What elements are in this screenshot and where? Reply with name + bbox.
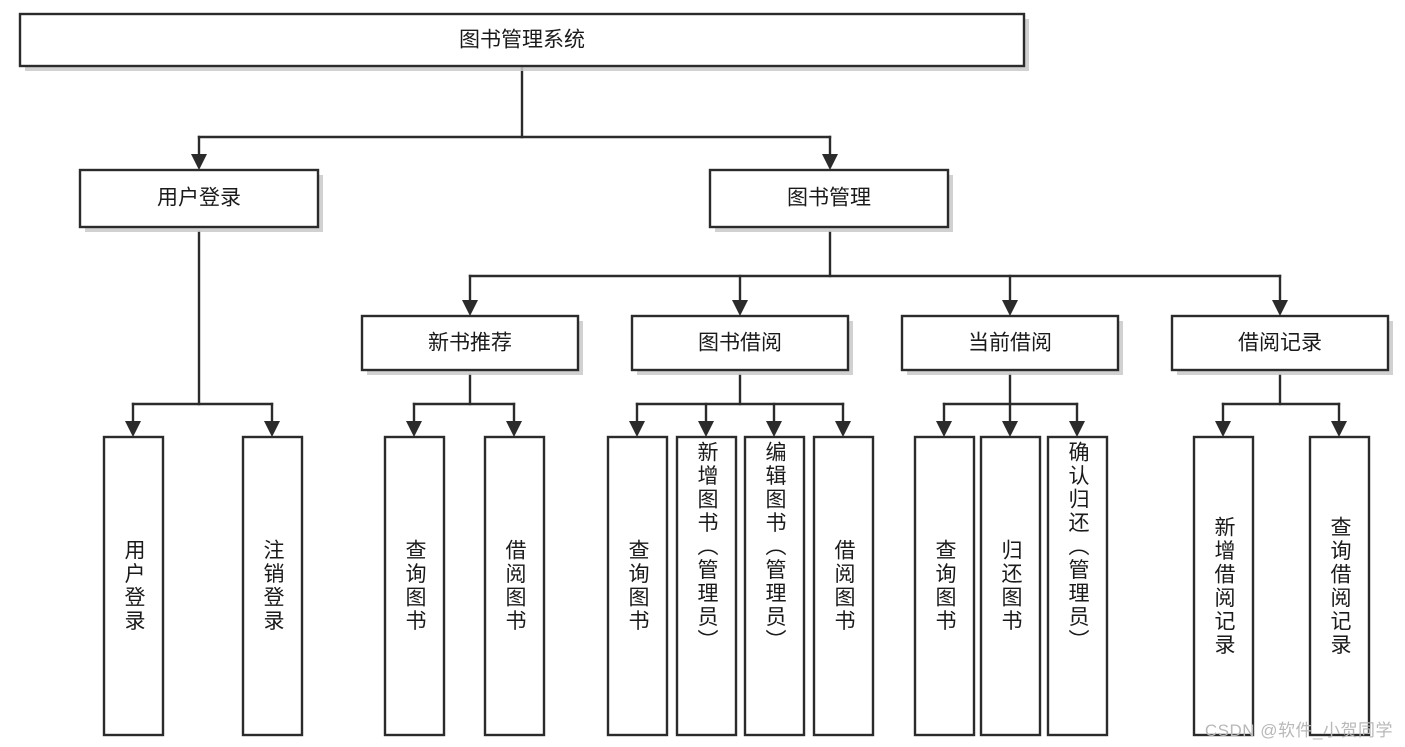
node-borrow-record[interactable]: 借阅记录	[1170, 314, 1393, 375]
node-borrow-record-label: 借阅记录	[1238, 332, 1322, 355]
node-current-borrow-label: 当前借阅	[968, 332, 1052, 355]
node-book-management-rect[interactable]	[708, 168, 950, 229]
arrow-newbook-leaf1	[406, 421, 422, 437]
arrow-newbook-leaf2	[506, 421, 522, 437]
leaf-new-book-2-rect[interactable]	[483, 435, 546, 737]
leaf-current-borrow-3-rect[interactable]	[1046, 435, 1109, 737]
node-user-login-label: 用户登录	[157, 187, 241, 210]
arrow-record-leaf1	[1215, 421, 1231, 437]
node-borrow-record-rect[interactable]	[1170, 314, 1390, 372]
node-user-login[interactable]: 用户登录	[78, 168, 323, 232]
leaf-book-borrow-2-rect[interactable]	[675, 435, 738, 737]
node-book-borrow[interactable]: 图书借阅	[630, 314, 853, 375]
arrow-userlogin-leaf2	[264, 421, 280, 437]
leaf-current-borrow-2-rect[interactable]	[979, 435, 1042, 737]
node-book-management-label: 图书管理	[787, 187, 871, 210]
leaf-new-book-1-rect[interactable]	[383, 435, 446, 737]
arrow-current-leaf1	[936, 421, 952, 437]
leaf-book-borrow-1-rect[interactable]	[606, 435, 669, 737]
leaf-book-borrow-3-rect[interactable]	[743, 435, 806, 737]
leaf-borrow-record-2-rect[interactable]	[1308, 435, 1371, 737]
arrow-to-newbook	[462, 300, 478, 316]
node-root-label: 图书管理系统	[459, 29, 585, 52]
node-new-book-recommend-rect[interactable]	[360, 314, 580, 372]
leaf-user-login-2-rect[interactable]	[241, 435, 304, 737]
node-root[interactable]: 图书管理系统	[18, 12, 1029, 71]
arrow-borrow-leaf1	[629, 421, 645, 437]
node-book-borrow-rect[interactable]	[630, 314, 850, 372]
leaf-book-borrow-4-rect[interactable]	[812, 435, 875, 737]
connectors	[131, 64, 1341, 425]
leaf-borrow-record-1-rect[interactable]	[1192, 435, 1255, 737]
leaf-boxes	[102, 435, 1371, 737]
arrow-to-record	[1272, 300, 1288, 316]
node-new-book-recommend[interactable]: 新书推荐	[360, 314, 583, 375]
arrow-borrow-leaf4	[835, 421, 851, 437]
node-current-borrow-rect[interactable]	[900, 314, 1120, 372]
arrow-record-leaf2	[1331, 421, 1347, 437]
arrow-root-to-bookmgmt	[822, 154, 838, 170]
arrow-root-to-userlogin	[191, 154, 207, 170]
node-current-borrow[interactable]: 当前借阅	[900, 314, 1123, 375]
arrow-userlogin-leaf1	[125, 421, 141, 437]
arrow-current-leaf3	[1069, 421, 1085, 437]
node-user-login-rect[interactable]	[78, 168, 320, 229]
leaf-current-borrow-1-rect[interactable]	[913, 435, 976, 737]
node-book-management[interactable]: 图书管理	[708, 168, 953, 232]
arrow-borrow-leaf2	[698, 421, 714, 437]
arrow-current-leaf2	[1002, 421, 1018, 437]
arrow-to-current	[1002, 300, 1018, 316]
watermark: CSDN @软件_小贺同学	[1204, 721, 1393, 740]
node-root-rect[interactable]	[18, 12, 1026, 68]
leaf-user-login-1-rect[interactable]	[102, 435, 165, 737]
node-new-book-recommend-label: 新书推荐	[428, 332, 512, 355]
arrow-to-borrow	[732, 300, 748, 316]
arrow-borrow-leaf3	[766, 421, 782, 437]
node-book-borrow-label: 图书借阅	[698, 332, 782, 355]
